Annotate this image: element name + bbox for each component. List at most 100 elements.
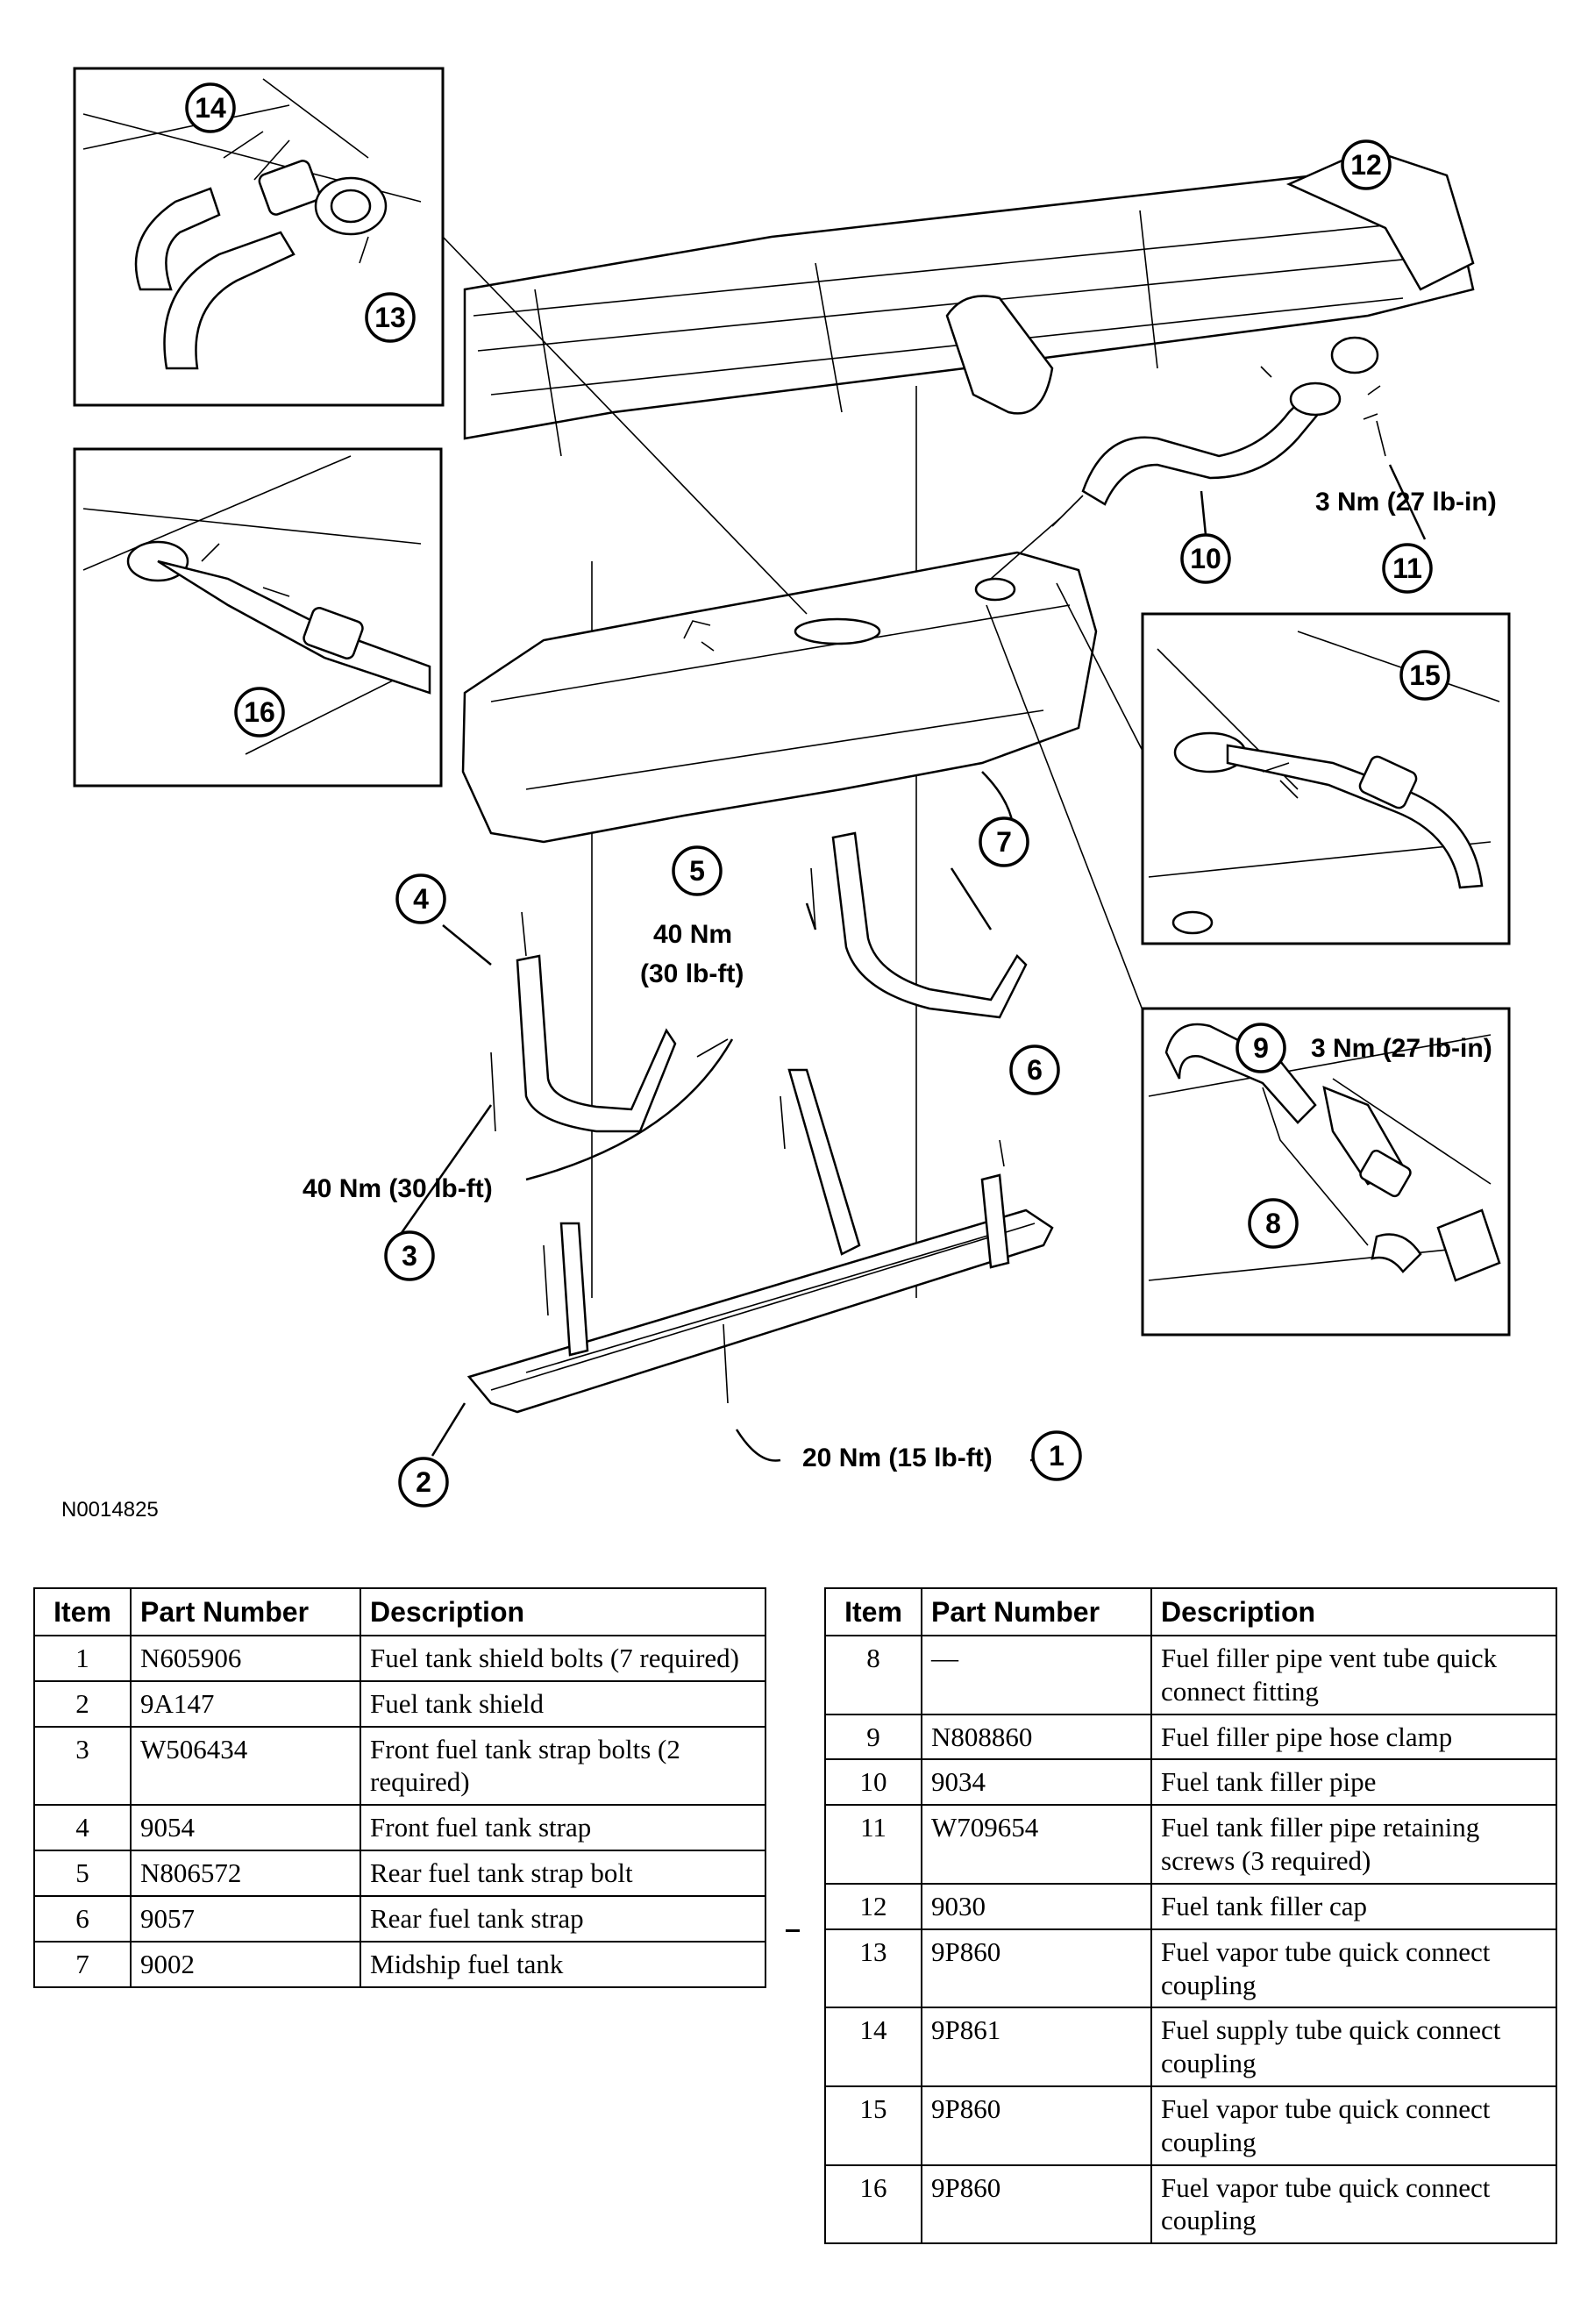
callout-6: 6 bbox=[1009, 1044, 1060, 1095]
svg-text:8: 8 bbox=[1265, 1208, 1281, 1239]
parts-table-right: Item Part Number Description 8—Fuel fill… bbox=[824, 1587, 1557, 2245]
svg-text:6: 6 bbox=[1027, 1054, 1043, 1086]
inset-filler-pipe-8-9 bbox=[1141, 1007, 1511, 1337]
svg-text:7: 7 bbox=[996, 826, 1012, 858]
callout-13: 13 bbox=[365, 292, 416, 343]
callout-5: 5 bbox=[672, 845, 723, 896]
description-cell: Fuel tank filler cap bbox=[1150, 1882, 1557, 1930]
torque-label-5-value: 40 Nm bbox=[653, 920, 732, 949]
item-cell: 5 bbox=[33, 1850, 132, 1897]
description-cell: Fuel tank filler pipe retaining screws (… bbox=[1150, 1804, 1557, 1885]
leader-lines bbox=[397, 236, 1427, 1462]
item-cell: 12 bbox=[824, 1882, 922, 1930]
svg-text:12: 12 bbox=[1350, 149, 1382, 181]
item-cell: 1 bbox=[33, 1635, 132, 1682]
description-cell: Front fuel tank strap bolts (2 required) bbox=[360, 1725, 766, 1807]
front-fuel-tank-strap bbox=[490, 911, 729, 1133]
part-number-cell: 9030 bbox=[921, 1882, 1152, 1930]
item-cell: 9 bbox=[824, 1713, 922, 1761]
part-number-cell: N808860 bbox=[921, 1713, 1152, 1761]
description-cell: Fuel vapor tube quick connect coupling bbox=[1150, 2164, 1557, 2245]
description-cell: Fuel filler pipe hose clamp bbox=[1150, 1713, 1557, 1761]
header-description: Description bbox=[360, 1587, 766, 1636]
callout-15: 15 bbox=[1399, 650, 1450, 701]
svg-text:13: 13 bbox=[374, 302, 406, 333]
fuel-tank-exploded-diagram: 1 2 3 4 5 6 7 8 9 10 11 12 13 14 15 16 3… bbox=[73, 67, 1511, 1508]
part-number-cell: N605906 bbox=[130, 1635, 361, 1682]
svg-text:5: 5 bbox=[689, 855, 705, 887]
description-cell: Rear fuel tank strap bbox=[360, 1894, 766, 1943]
fuel-tank-shield bbox=[466, 1068, 1054, 1414]
description-cell: Fuel vapor tube quick connect coupling bbox=[1150, 2085, 1557, 2166]
svg-text:1: 1 bbox=[1049, 1440, 1065, 1472]
item-cell: 11 bbox=[824, 1804, 922, 1885]
header-item: Item bbox=[33, 1587, 132, 1636]
part-number-cell: 9P860 bbox=[921, 2085, 1152, 2166]
item-cell: 16 bbox=[824, 2164, 922, 2245]
part-number-cell: W506434 bbox=[130, 1725, 361, 1807]
table-separator bbox=[786, 1929, 800, 1932]
svg-text:15: 15 bbox=[1409, 659, 1441, 691]
rear-fuel-tank-strap bbox=[810, 831, 1028, 1019]
item-cell: 13 bbox=[824, 1928, 922, 2009]
torque-label-11: 3 Nm (27 lb-in) bbox=[1315, 488, 1497, 517]
part-number-cell: N806572 bbox=[130, 1850, 361, 1897]
filler-pipe-assembly bbox=[990, 336, 1386, 580]
part-number-cell: 9002 bbox=[130, 1940, 361, 1988]
callout-12: 12 bbox=[1341, 139, 1392, 190]
callout-11: 11 bbox=[1382, 543, 1433, 594]
svg-text:14: 14 bbox=[195, 92, 226, 124]
item-cell: 8 bbox=[824, 1635, 922, 1715]
part-number-cell: 9054 bbox=[130, 1804, 361, 1852]
svg-text:11: 11 bbox=[1392, 552, 1422, 584]
item-cell: 7 bbox=[33, 1940, 132, 1988]
inset-fuel-coupling-13-14 bbox=[73, 67, 445, 407]
part-number-cell: — bbox=[921, 1635, 1152, 1715]
torque-label-5-imperial: (30 lb-ft) bbox=[640, 959, 744, 988]
item-cell: 4 bbox=[33, 1804, 132, 1852]
part-number-cell: 9A147 bbox=[130, 1679, 361, 1728]
header-description: Description bbox=[1150, 1587, 1557, 1636]
svg-text:16: 16 bbox=[244, 696, 275, 728]
item-cell: 15 bbox=[824, 2085, 922, 2166]
part-number-cell: 9034 bbox=[921, 1758, 1152, 1807]
callout-9: 9 bbox=[1235, 1023, 1286, 1073]
figure-id: N0014825 bbox=[61, 1498, 159, 1522]
callout-1: 1 bbox=[1031, 1430, 1082, 1481]
description-cell: Fuel vapor tube quick connect coupling bbox=[1150, 1928, 1557, 2009]
svg-text:10: 10 bbox=[1190, 543, 1221, 574]
description-cell: Front fuel tank strap bbox=[360, 1804, 766, 1852]
svg-text:4: 4 bbox=[413, 883, 429, 915]
svg-text:2: 2 bbox=[416, 1466, 431, 1498]
callout-14: 14 bbox=[185, 82, 236, 133]
part-number-cell: 9P861 bbox=[921, 2007, 1152, 2087]
item-cell: 3 bbox=[33, 1725, 132, 1807]
callout-2: 2 bbox=[398, 1457, 449, 1508]
header-item: Item bbox=[824, 1587, 922, 1636]
torque-label-3: 40 Nm (30 lb-ft) bbox=[303, 1174, 493, 1203]
description-cell: Rear fuel tank strap bolt bbox=[360, 1850, 766, 1897]
header-part-number: Part Number bbox=[130, 1587, 361, 1636]
callout-7: 7 bbox=[979, 816, 1029, 867]
torque-label-1: 20 Nm (15 lb-ft) bbox=[802, 1444, 993, 1472]
callout-16: 16 bbox=[234, 687, 285, 738]
description-cell: Fuel tank shield bbox=[360, 1679, 766, 1728]
table-row: 8—Fuel filler pipe vent tube quick conne… bbox=[824, 1635, 1557, 1715]
description-cell: Midship fuel tank bbox=[360, 1940, 766, 1988]
part-number-cell: 9P860 bbox=[921, 1928, 1152, 2009]
torque-label-9: 3 Nm (27 lb-in) bbox=[1311, 1034, 1492, 1063]
item-cell: 14 bbox=[824, 2007, 922, 2087]
